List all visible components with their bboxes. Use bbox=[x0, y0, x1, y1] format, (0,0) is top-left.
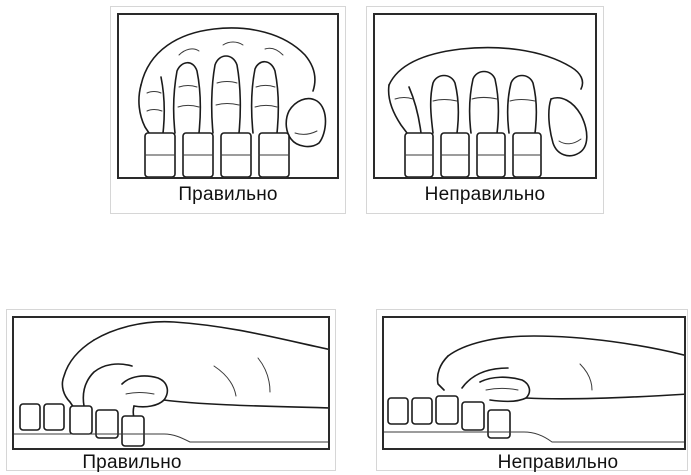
hand-incorrect-side-drawing bbox=[384, 318, 686, 450]
hand-correct-front-drawing bbox=[119, 15, 339, 179]
bottom-right-illustration bbox=[382, 316, 686, 450]
top-right-caption: Неправильно bbox=[373, 184, 597, 206]
top-left-illustration bbox=[117, 13, 339, 179]
top-left-caption: Правильно bbox=[117, 184, 339, 206]
top-right-illustration bbox=[373, 13, 597, 179]
bottom-left-illustration bbox=[12, 316, 330, 450]
hand-correct-side-drawing bbox=[14, 318, 330, 450]
bottom-left-caption: Правильно bbox=[12, 452, 252, 474]
bottom-right-caption: Неправильно bbox=[450, 452, 666, 474]
hand-incorrect-front-drawing bbox=[375, 15, 597, 179]
